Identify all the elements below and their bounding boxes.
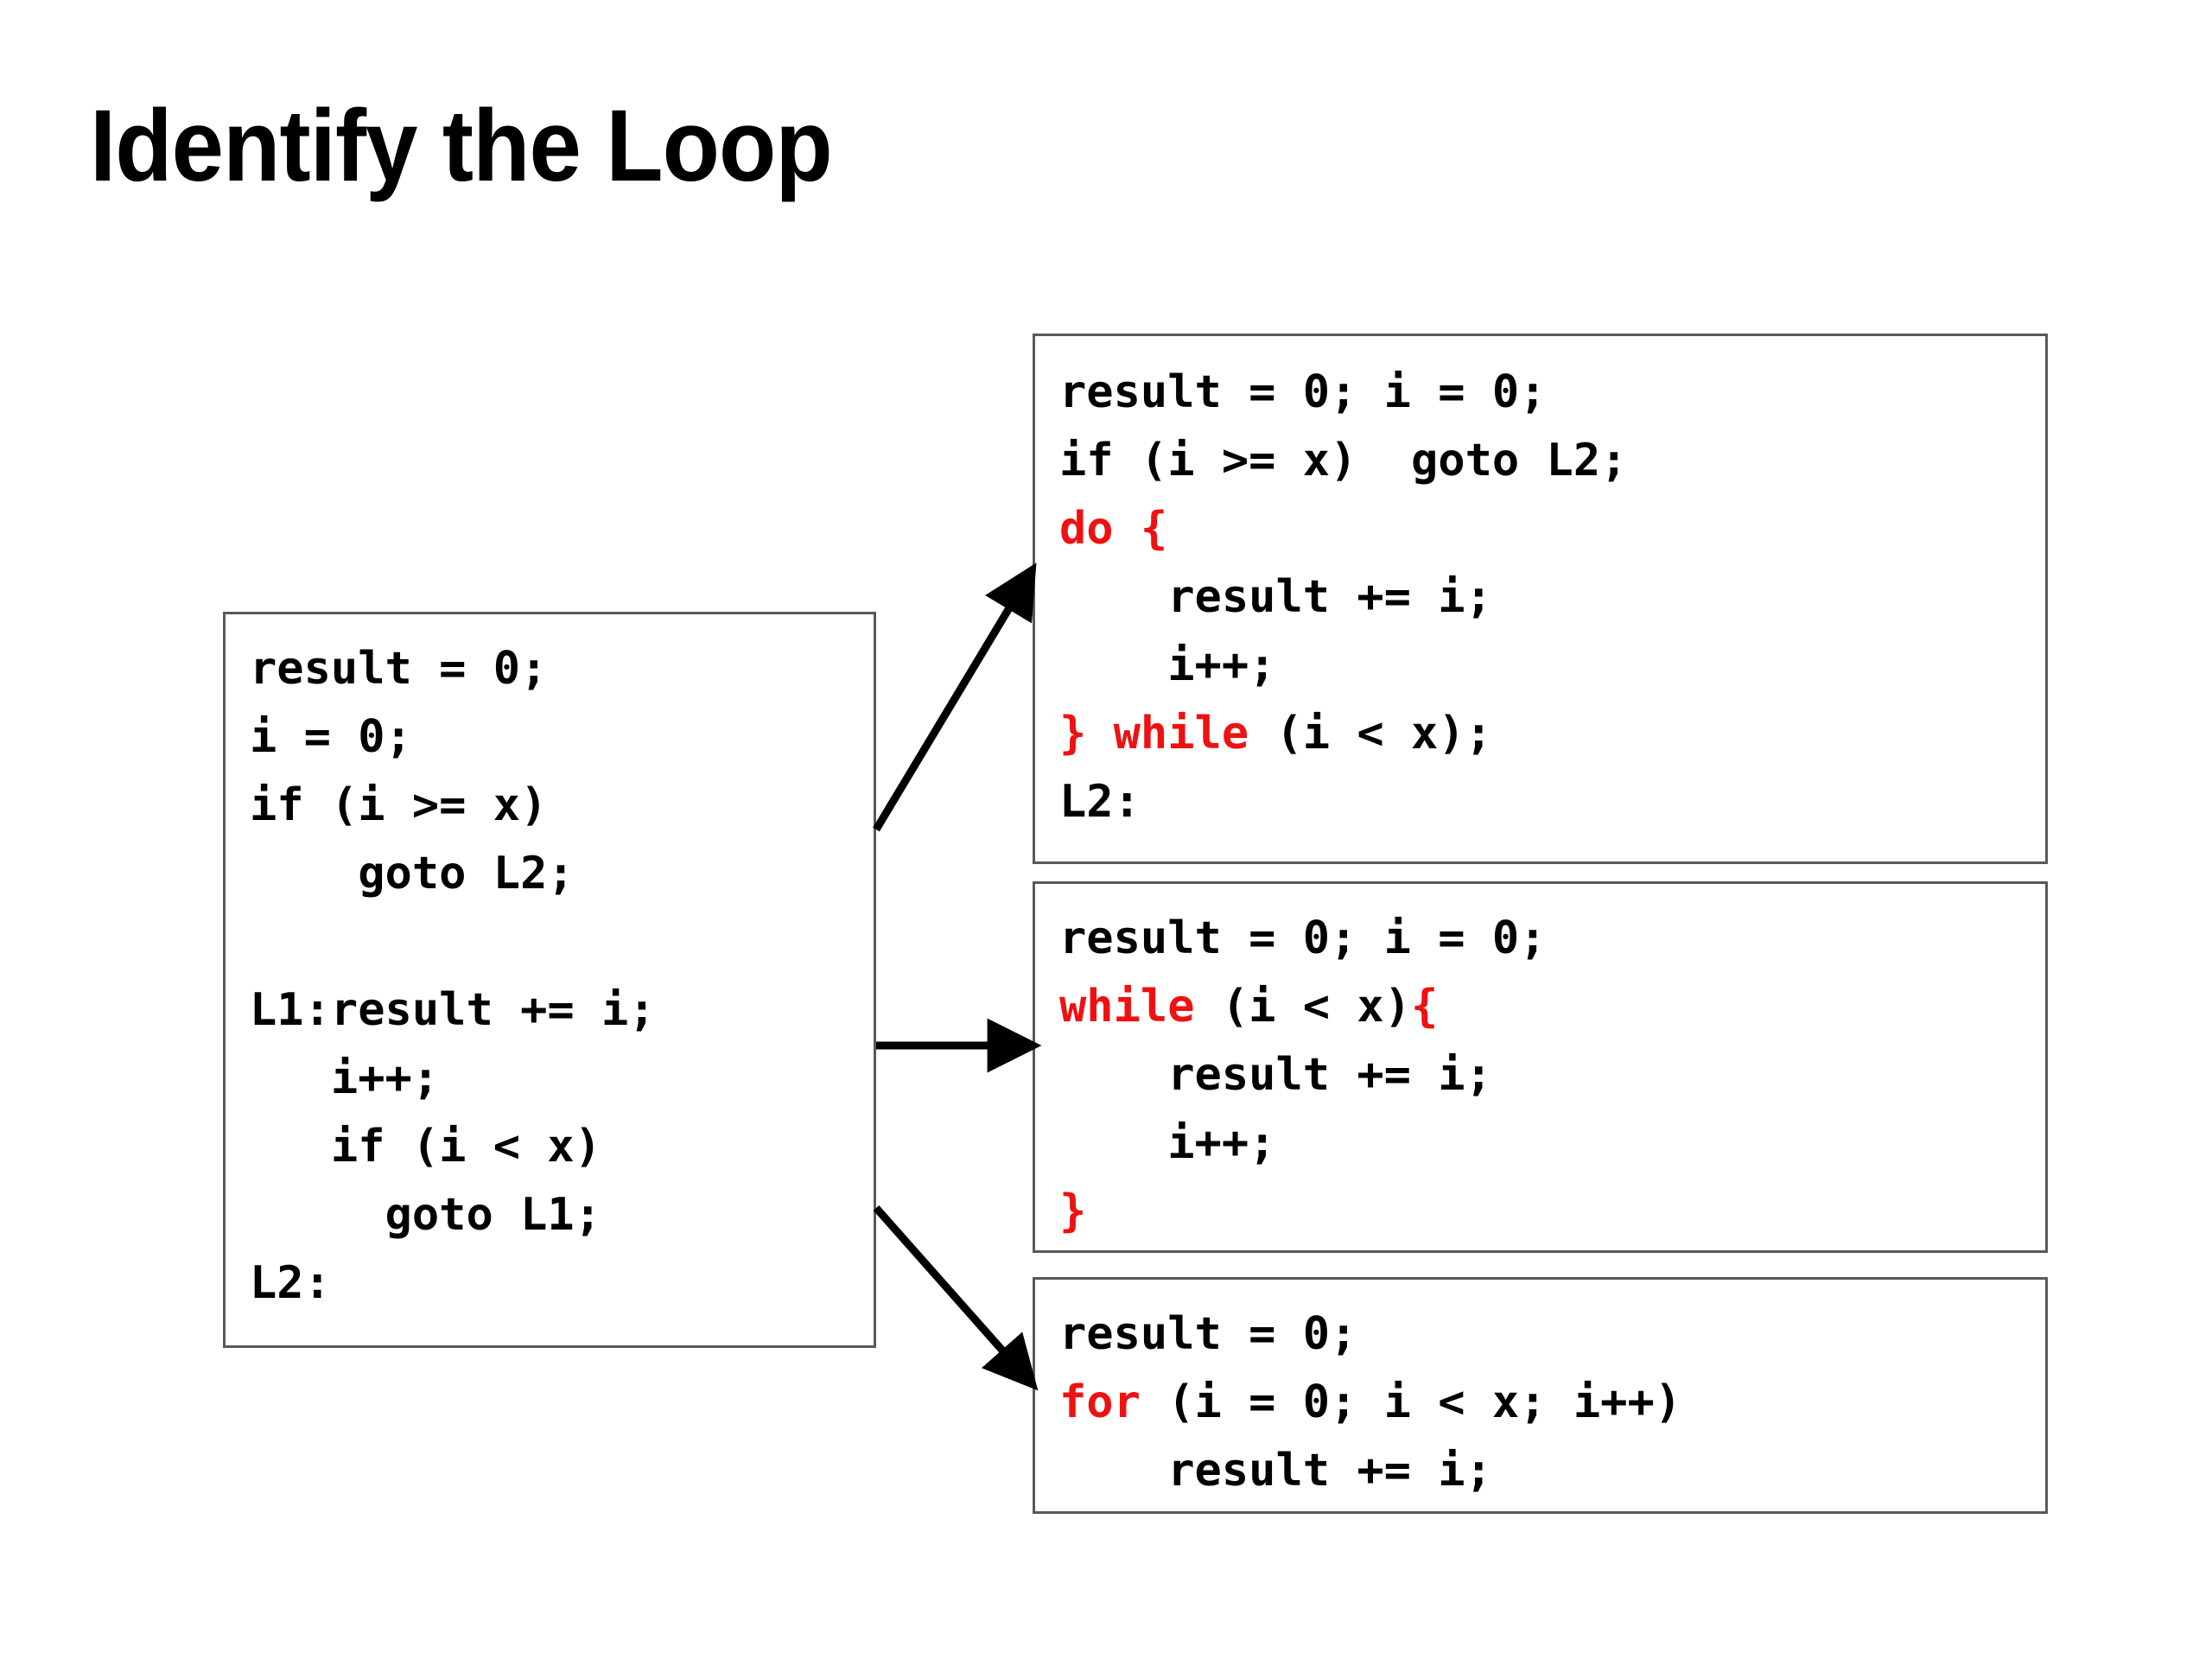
code-keyword: } (1059, 1185, 1087, 1237)
code-span: result = 0; i = 0; (1059, 366, 1547, 418)
code-text-do-while-version: result = 0; i = 0; if (i >= x) goto L2; do… (1035, 336, 2045, 836)
code-line: for (i = 0; i < x; i++) (1059, 1369, 2045, 1437)
code-span: result += i; (1059, 571, 1492, 623)
code-line: result += i; (1059, 563, 2045, 632)
code-span: L2: (250, 1257, 331, 1309)
code-span: i++; (1059, 639, 1276, 691)
code-span: result += i; (1059, 1445, 1492, 1497)
code-line: if (i >= x) goto L2; (1059, 427, 2045, 495)
code-line: result += i; (1059, 1041, 2045, 1109)
code-span: goto L2; (250, 848, 575, 899)
code-span: result = 0; (250, 643, 548, 695)
code-line: i++; (1059, 1109, 2045, 1178)
code-line: do { (1059, 495, 2045, 563)
code-text-goto-version: result = 0; i = 0; if (i >= x) goto L2; L1… (226, 614, 874, 1318)
code-line: result = 0; i = 0; (1059, 905, 2045, 973)
code-span: i++; (250, 1052, 440, 1104)
code-keyword: while (1059, 981, 1195, 1033)
code-line: i = 0; (250, 703, 874, 772)
code-line: result += i; (1059, 1437, 2045, 1505)
code-line (250, 908, 874, 976)
code-line: L1:result += i; (250, 976, 874, 1045)
code-line: if (i < x) (250, 1113, 874, 1181)
code-span: if (i >= x) (250, 779, 548, 831)
code-span: result += i; (1059, 1049, 1492, 1101)
code-span: if (i >= x) goto L2; (1059, 435, 1628, 486)
code-box-while-version[interactable]: result = 0; i = 0; while (i < x){ result … (1033, 881, 2048, 1253)
code-line: i++; (1059, 632, 2045, 700)
code-span: i++; (1059, 1117, 1276, 1169)
code-text-for-version: result = 0; for (i = 0; i < x; i++) resul… (1035, 1280, 2045, 1505)
code-span: L1:result += i; (250, 984, 656, 1036)
code-keyword: { (1411, 981, 1439, 1033)
code-span: (i < x); (1249, 708, 1492, 760)
code-box-do-while-version[interactable]: result = 0; i = 0; if (i >= x) goto L2; do… (1033, 334, 2048, 864)
code-line: } (1059, 1178, 2045, 1246)
code-line: while (i < x){ (1059, 973, 2045, 1041)
code-line: result = 0; i = 0; (1059, 359, 2045, 427)
code-span (250, 916, 276, 968)
page-title: Identify the Loop (90, 89, 833, 203)
code-line: L2: (1059, 768, 2045, 836)
code-box-goto-version: result = 0; i = 0; if (i >= x) goto L2; L1… (223, 612, 876, 1348)
code-span: result = 0; (1059, 1308, 1357, 1360)
code-keyword: do { (1059, 503, 1168, 555)
code-keyword: for (1059, 1376, 1141, 1428)
code-text-while-version: result = 0; i = 0; while (i < x){ result … (1035, 884, 2045, 1246)
code-span: i = 0; (250, 711, 412, 763)
code-line: goto L2; (250, 840, 874, 908)
code-span: result = 0; i = 0; (1059, 912, 1547, 964)
code-line: goto L1; (250, 1181, 874, 1249)
code-line: i++; (250, 1045, 874, 1113)
code-line: result = 0; (250, 635, 874, 703)
code-span: (i < x) (1194, 981, 1411, 1033)
arrow-to-for (873, 1205, 1039, 1391)
code-line: if (i >= x) (250, 772, 874, 840)
code-line: result = 0; (1059, 1300, 2045, 1369)
code-span: goto L1; (250, 1189, 601, 1241)
code-span: if (i < x) (250, 1121, 601, 1173)
arrow-to-do-while (873, 563, 1037, 832)
code-span: (i = 0; i < x; i++) (1140, 1376, 1682, 1428)
code-box-for-version[interactable]: result = 0; for (i = 0; i < x; i++) resul… (1033, 1277, 2048, 1514)
code-line: L2: (250, 1249, 874, 1318)
code-line: } while (i < x); (1059, 700, 2045, 768)
code-keyword: } while (1059, 708, 1249, 760)
code-span: L2: (1059, 776, 1141, 828)
